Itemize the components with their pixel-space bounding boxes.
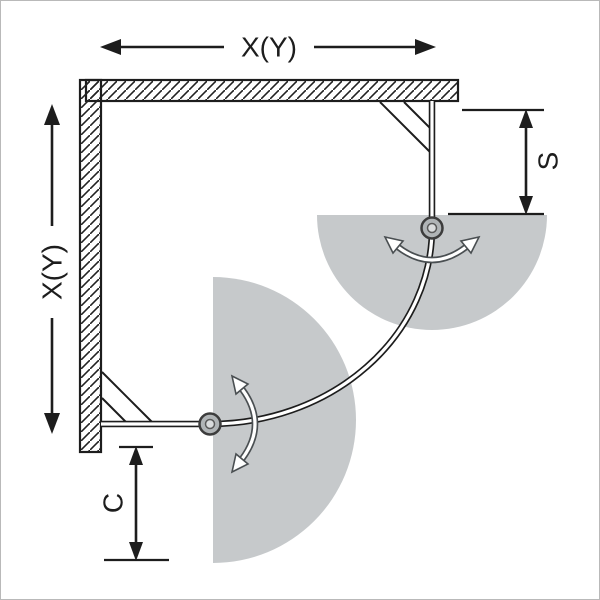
arrowhead-down-icon xyxy=(519,196,533,215)
dimension-clearance-c: C xyxy=(98,445,169,562)
pivot-hinge-upper xyxy=(420,216,444,240)
arrowhead-right-icon xyxy=(415,39,436,55)
corner-braces xyxy=(101,101,433,425)
pivot-lower-cap xyxy=(204,418,216,430)
dimension-label-left-height: X(Y) xyxy=(37,244,68,300)
curved-sliding-door xyxy=(209,227,436,428)
corner-brace-bottom-left-long xyxy=(101,371,155,425)
door-swing-area-upper xyxy=(317,215,547,330)
arrowhead-up-icon xyxy=(44,104,60,125)
arrowhead-up-icon xyxy=(519,109,533,128)
dimension-label-top-width: X(Y) xyxy=(241,32,297,63)
walls xyxy=(78,78,460,454)
dimension-label-clearance-c: C xyxy=(98,493,129,513)
arrowhead-left-icon xyxy=(100,39,121,55)
dimension-top-width: X(Y) xyxy=(100,31,436,63)
dimension-left-height: X(Y) xyxy=(35,104,69,434)
swing-arrow-icon-lower xyxy=(230,374,259,474)
swing-arrow-lower-head-top xyxy=(230,374,250,396)
swing-arrow-icon-upper xyxy=(383,235,481,264)
arrowhead-down-icon xyxy=(129,542,143,561)
top-wall xyxy=(84,78,460,103)
arrowhead-up-icon xyxy=(129,446,143,465)
dimension-side-s: S xyxy=(448,108,564,216)
dimension-top-label-bg xyxy=(224,31,314,63)
pivot-hinge-lower xyxy=(198,412,222,436)
corner-brace-top-right-long xyxy=(379,101,433,155)
dimension-label-side-s: S xyxy=(533,152,564,171)
swing-arrow-lower-head-bottom xyxy=(230,452,250,474)
door-swing-area-lower xyxy=(213,277,356,563)
left-wall xyxy=(78,78,103,454)
swing-arrow-lower-body xyxy=(240,388,257,460)
swing-arrow-upper-head-right xyxy=(459,235,481,255)
corner-brace-bottom-left-short xyxy=(101,397,129,425)
dimension-left-label-bg xyxy=(35,226,69,318)
pivot-upper-cap xyxy=(426,222,438,234)
corner-brace-top-right-short xyxy=(403,101,433,131)
arrowhead-down-icon xyxy=(44,413,60,434)
curved-door-inner xyxy=(209,227,434,426)
swing-arrow-upper-body xyxy=(397,245,467,262)
swing-arrow-upper-head-left xyxy=(383,235,405,255)
